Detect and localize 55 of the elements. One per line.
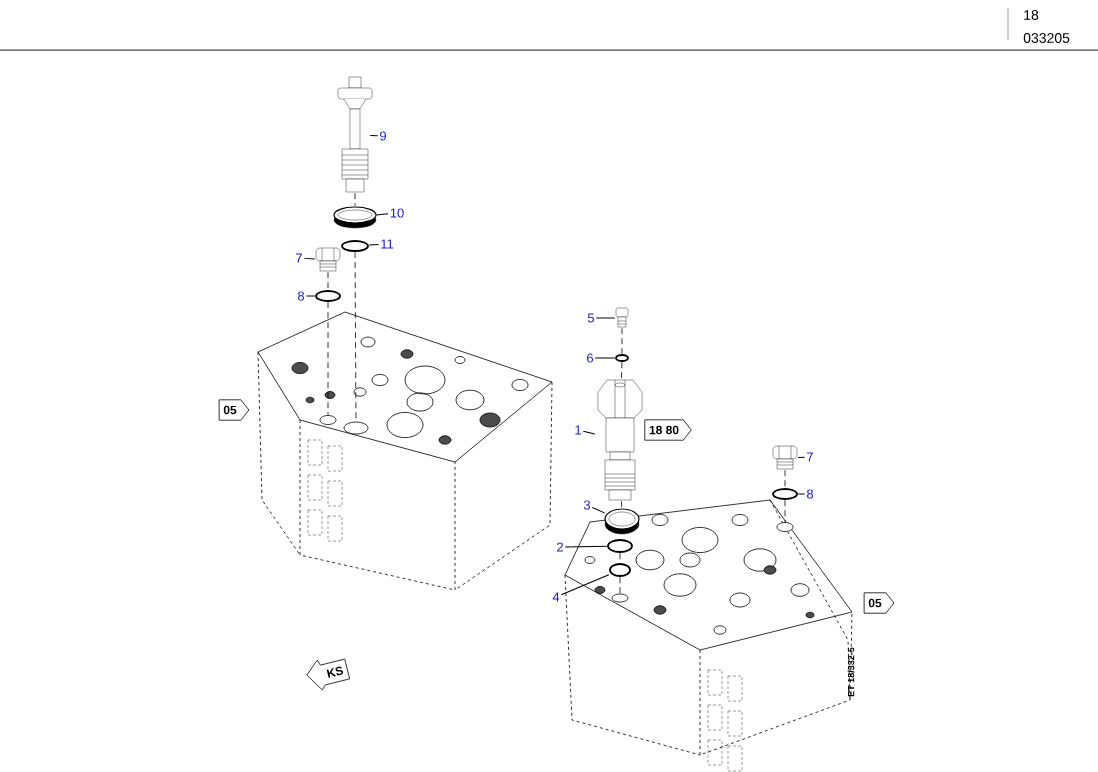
o-ring-drawing <box>772 488 798 500</box>
assembly-line <box>327 271 329 291</box>
assembly-line <box>354 192 356 207</box>
plug-screw-drawing <box>772 445 798 470</box>
leader-line <box>594 357 616 359</box>
assembly-line <box>619 576 621 594</box>
callout-number: 10 <box>390 208 404 218</box>
callout-number: 2 <box>557 542 563 552</box>
leader-line <box>368 244 380 246</box>
callout-number: 8 <box>806 489 814 499</box>
assembly-line <box>784 499 786 523</box>
assembly-line <box>621 500 623 509</box>
o-ring-drawing <box>315 290 341 302</box>
assembly-line <box>621 327 623 355</box>
leader-line <box>591 506 606 514</box>
plug-screw-drawing <box>615 307 629 328</box>
leader-line <box>797 493 806 495</box>
callout-number: 7 <box>807 452 813 462</box>
leader-line <box>797 456 806 458</box>
bore-hole <box>611 593 629 603</box>
callout-number: 1 <box>575 425 581 435</box>
drawing-number: 033205 <box>1023 33 1070 43</box>
seal-ring-drawing <box>604 508 640 535</box>
callout-number: 11 <box>381 239 394 249</box>
leader-line <box>369 135 379 137</box>
leader-line <box>582 430 596 435</box>
plug-screw-drawing <box>315 247 341 272</box>
sheet-number: 18 <box>1024 10 1039 20</box>
seal-ring-drawing <box>333 206 377 229</box>
o-ring-drawing <box>615 354 629 362</box>
assembly-line <box>621 361 623 380</box>
o-ring-drawing <box>609 563 631 577</box>
o-ring-drawing <box>607 539 633 553</box>
callout-number: 9 <box>380 131 386 141</box>
assembly-line <box>784 469 786 489</box>
bore-hole <box>319 415 337 425</box>
assembly-line <box>327 301 329 416</box>
leader-line <box>564 545 608 548</box>
bore-hole <box>776 522 794 532</box>
valve-drawing <box>337 76 373 193</box>
o-ring-drawing <box>341 240 369 252</box>
callout-number: 4 <box>552 592 560 602</box>
callout-number: 7 <box>296 253 302 263</box>
callout-number: 5 <box>587 313 595 323</box>
bore-hole <box>343 421 369 435</box>
leader-line <box>303 257 316 260</box>
callout-number: 6 <box>587 353 594 363</box>
callout-number: 8 <box>297 291 305 301</box>
callout-number: 3 <box>583 500 591 510</box>
leader-line <box>375 213 389 216</box>
leader-line <box>560 574 610 596</box>
leader-line <box>305 295 316 297</box>
leader-line <box>595 317 616 319</box>
injector-drawing <box>597 379 643 501</box>
drawing-reference: ET 18/332-5 <box>847 647 855 697</box>
